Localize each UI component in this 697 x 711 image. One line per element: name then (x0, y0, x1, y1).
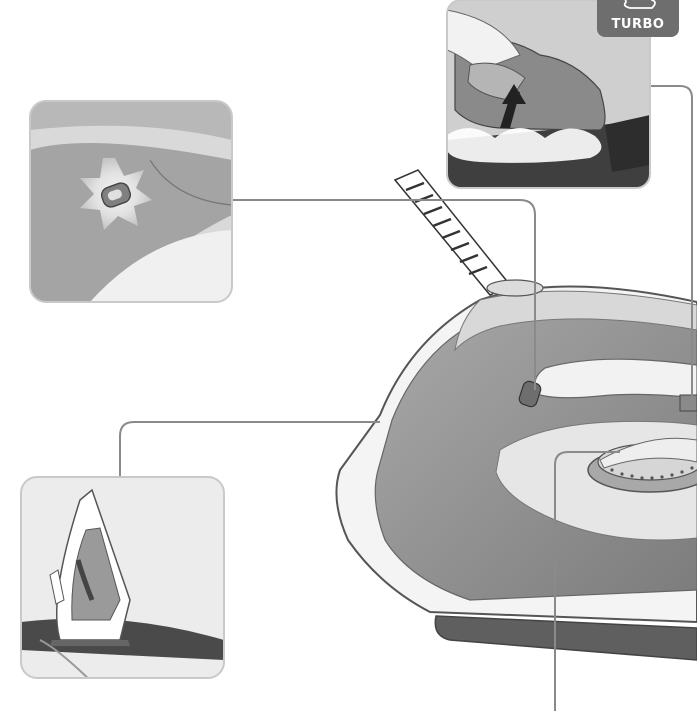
turbo-steam-button[interactable] (679, 394, 697, 412)
iron-handle (454, 290, 697, 352)
heel-rest-callout (20, 476, 225, 679)
indicator-leader-line (233, 199, 536, 390)
steam-cloud-icon (623, 0, 656, 9)
turbo-badge-label: TURBO (612, 17, 665, 32)
turbo-leader-line (650, 85, 693, 400)
steam-iron (335, 169, 697, 661)
turbo-badge: TURBO (597, 0, 679, 37)
iron-on-board-icon (21, 488, 224, 678)
leader-lines (119, 85, 693, 711)
soleplate (434, 615, 697, 661)
dial-leader-line (554, 451, 620, 711)
handle-opening (534, 358, 697, 399)
glowing-indicator-icon (80, 158, 152, 230)
heel-rest-leader-line (119, 421, 380, 477)
temperature-dial[interactable] (587, 437, 697, 493)
steam-light-indicator-callout (29, 100, 233, 303)
